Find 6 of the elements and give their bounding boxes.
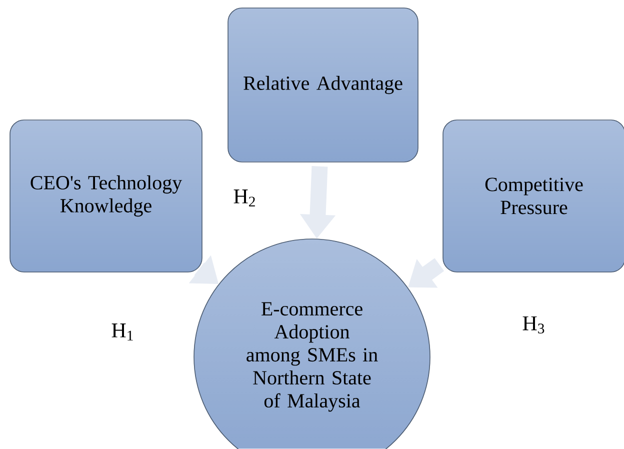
hypothesis-label: H$_{2}$: [234, 190, 255, 206]
factor-box: Competitive Pressure: [442, 120, 624, 272]
hypothesis-label: H$_{1}$: [112, 324, 133, 340]
factor-box: CEO's Technology Knowledge: [10, 120, 202, 272]
hypothesis-label: H$_{3}$: [522, 316, 544, 334]
factor-box: Relative Advantage: [228, 8, 418, 162]
